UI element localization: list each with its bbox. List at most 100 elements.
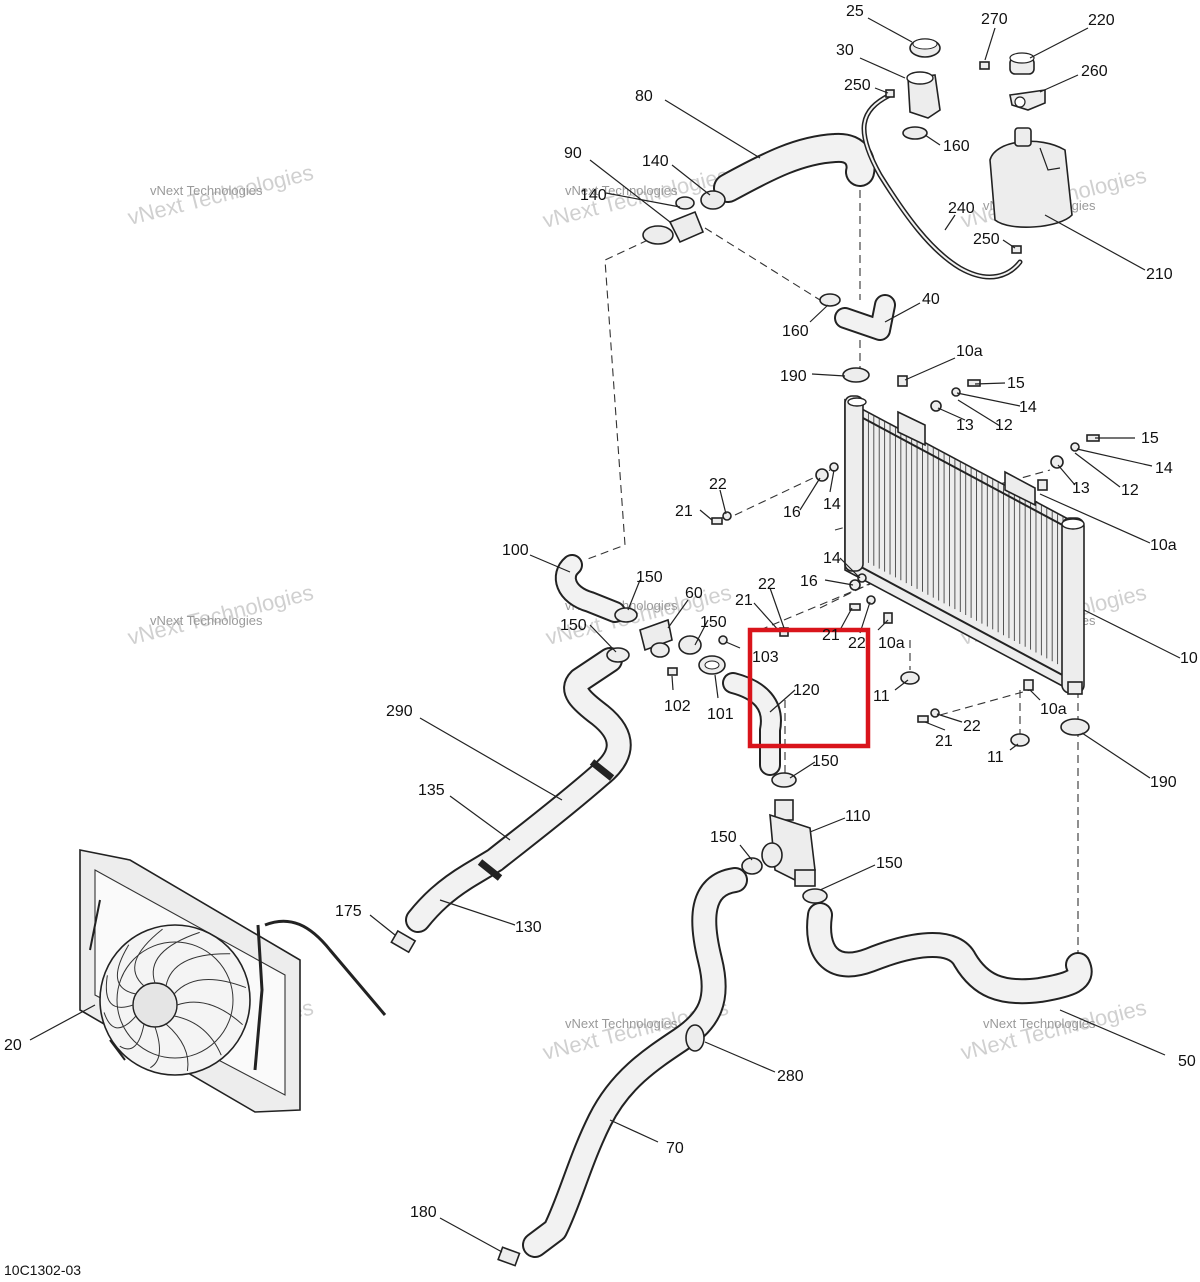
callout-10a: 10a (956, 343, 983, 360)
callout-14: 14 (823, 496, 841, 513)
hose-50 (806, 902, 1093, 1005)
tee-fitting-90 (642, 190, 726, 245)
callout-12: 12 (995, 417, 1013, 434)
callout-14: 14 (823, 550, 841, 567)
callout-120: 120 (793, 682, 820, 699)
callout-30: 30 (836, 42, 854, 59)
hose-290-130 (405, 647, 632, 933)
cap-25 (909, 38, 941, 58)
clamp-250 (1011, 245, 1022, 254)
callout-11: 11 (873, 688, 890, 705)
callout-21: 21 (935, 733, 953, 750)
callout-150: 150 (560, 617, 587, 634)
radiator (844, 395, 1085, 695)
callout-20: 20 (4, 1037, 22, 1054)
callout-160: 160 (943, 138, 970, 155)
callout-190: 190 (1150, 774, 1177, 791)
screw-270 (979, 61, 990, 70)
callout-22: 22 (963, 718, 981, 735)
callout-101: 101 (707, 706, 734, 723)
reservoir-210 (989, 127, 1073, 228)
callout-190: 190 (780, 368, 807, 385)
callout-40: 40 (922, 291, 940, 308)
clamp-190-top (842, 367, 870, 383)
callout-10a: 10a (1150, 537, 1177, 554)
callout-10a: 10a (878, 635, 905, 652)
clamp-101 (698, 655, 726, 675)
leader-lines (29, 17, 1181, 1253)
svg-text:vNext Technologies: vNext Technologies (565, 183, 678, 198)
callout-100: 100 (502, 542, 529, 559)
fan-shroud-20 (79, 849, 301, 1113)
callout-110: 110 (845, 808, 871, 825)
plug-180 (497, 1246, 521, 1267)
clamp-150-left (606, 647, 630, 663)
plug-175 (390, 929, 417, 954)
clamp-150-therm-bottom (802, 888, 828, 904)
callout-150: 150 (700, 614, 727, 631)
callout-22: 22 (848, 635, 866, 652)
callout-140: 140 (580, 187, 607, 204)
parts (79, 38, 1100, 1267)
bracket-260 (1009, 89, 1046, 111)
callout-15: 15 (1007, 375, 1025, 392)
svg-text:vNext Technologies: vNext Technologies (565, 1016, 678, 1031)
callout-14: 14 (1019, 399, 1037, 416)
callout-240: 240 (948, 200, 975, 217)
screw-102 (667, 667, 678, 676)
callout-13: 13 (1072, 480, 1090, 497)
callout-25: 25 (846, 3, 864, 20)
callout-11: 11 (987, 749, 1004, 766)
callout-21: 21 (735, 592, 753, 609)
wire-175 (264, 919, 387, 1016)
hose-80 (713, 132, 876, 203)
highlight-box (747, 627, 871, 749)
callout-160: 160 (782, 323, 809, 340)
callout-150: 150 (636, 569, 663, 586)
callout-90: 90 (564, 145, 582, 162)
callout-50: 50 (1178, 1053, 1196, 1070)
callout-150: 150 (710, 829, 737, 846)
tube-240-inner (863, 94, 1021, 278)
callout-260: 260 (1081, 63, 1108, 80)
svg-text:vNext Technologies: vNext Technologies (983, 1016, 1096, 1031)
callout-22: 22 (758, 576, 776, 593)
filler-neck-30 (906, 71, 941, 119)
callout-21: 21 (675, 503, 693, 520)
watermark: vNext Technologies vNext Technologies (125, 160, 316, 230)
thermostat-housing-110 (761, 799, 816, 887)
callout-175: 175 (335, 903, 362, 920)
nut-103 (718, 635, 728, 645)
cap-220 (1009, 52, 1035, 75)
callout-13: 13 (956, 417, 974, 434)
svg-text:vNext Technologies: vNext Technologies (150, 613, 263, 628)
svg-text:vNext Technologies: vNext Technologies (150, 183, 263, 198)
callout-80: 80 (635, 88, 653, 105)
callout-250: 250 (844, 77, 871, 94)
callout-250: 250 (973, 231, 1000, 248)
hoses (264, 92, 1093, 1258)
clamp-250-top (885, 89, 895, 98)
callout-70: 70 (666, 1140, 684, 1157)
hose-70 (522, 867, 748, 1258)
callout-10a: 10a (1040, 701, 1067, 718)
callout-210: 210 (1146, 266, 1173, 283)
callout-270: 270 (981, 11, 1008, 28)
callout-10: 10 (1180, 650, 1198, 667)
callout-280: 280 (777, 1068, 804, 1085)
watermark: vNext Technologies vNext Technologies (125, 580, 316, 650)
callout-102: 102 (664, 698, 691, 715)
callout-21: 21 (822, 627, 840, 644)
callout-103: 103 (752, 649, 779, 666)
clamp-150-therm-left (741, 857, 763, 875)
hose-100 (554, 554, 626, 623)
hose-120 (722, 672, 782, 776)
clamp-160-mid (819, 293, 841, 307)
radiator-fasteners (711, 375, 1100, 747)
callout-180: 180 (410, 1204, 437, 1221)
callout-150: 150 (812, 753, 839, 770)
drawing-reference-code: 10C1302-03 (4, 1262, 82, 1278)
callout-140: 140 (642, 153, 669, 170)
callout-12: 12 (1121, 482, 1139, 499)
